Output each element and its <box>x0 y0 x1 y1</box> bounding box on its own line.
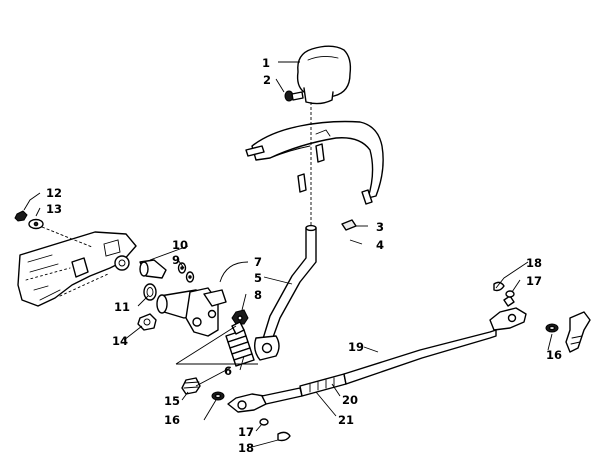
callout-20: 20 <box>342 393 358 407</box>
callout-11: 11 <box>114 300 130 314</box>
callout-16-right: 16 <box>546 348 562 362</box>
bottom-hardware <box>259 418 291 442</box>
callout-labels: 1 2 3 4 5 6 7 8 9 10 11 12 13 14 15 16 1… <box>46 56 562 455</box>
return-spring <box>225 321 255 367</box>
right-hardware <box>493 281 591 353</box>
bolt-and-washer-12-13 <box>14 210 93 248</box>
lock-nut-14 <box>137 313 157 331</box>
ball-joint-15-16 <box>181 377 225 401</box>
callout-13: 13 <box>46 202 62 216</box>
callout-8: 8 <box>254 288 262 302</box>
callout-3: 3 <box>376 220 384 234</box>
callout-12: 12 <box>46 186 62 200</box>
callout-18-right: 18 <box>526 256 542 270</box>
knob-screw <box>284 90 304 102</box>
callout-6: 6 <box>224 364 232 378</box>
callout-17-right: 17 <box>526 274 542 288</box>
callout-9: 9 <box>172 253 180 267</box>
leader-lines <box>23 61 553 448</box>
callout-10: 10 <box>172 238 188 252</box>
callout-2: 2 <box>263 73 271 87</box>
shift-lever <box>253 102 317 361</box>
pivot-shaft-assembly <box>139 259 249 337</box>
shift-knob <box>296 45 352 105</box>
callout-4: 4 <box>376 238 384 252</box>
frame-section <box>17 231 137 307</box>
callout-5: 5 <box>254 271 262 285</box>
shift-gate-bracket <box>245 120 384 205</box>
callout-18-left: 18 <box>238 441 254 455</box>
shift-rod <box>227 294 527 413</box>
callout-21: 21 <box>338 413 354 427</box>
callout-19: 19 <box>348 340 364 354</box>
callout-16-left: 16 <box>164 413 180 427</box>
callout-15: 15 <box>164 394 180 408</box>
callout-7: 7 <box>254 255 262 269</box>
callout-14: 14 <box>112 334 128 348</box>
assembly-guidelines <box>175 325 258 387</box>
bracket-fastener-3-4 <box>341 219 357 231</box>
callout-1: 1 <box>262 56 270 70</box>
callout-17-left: 17 <box>238 425 254 439</box>
